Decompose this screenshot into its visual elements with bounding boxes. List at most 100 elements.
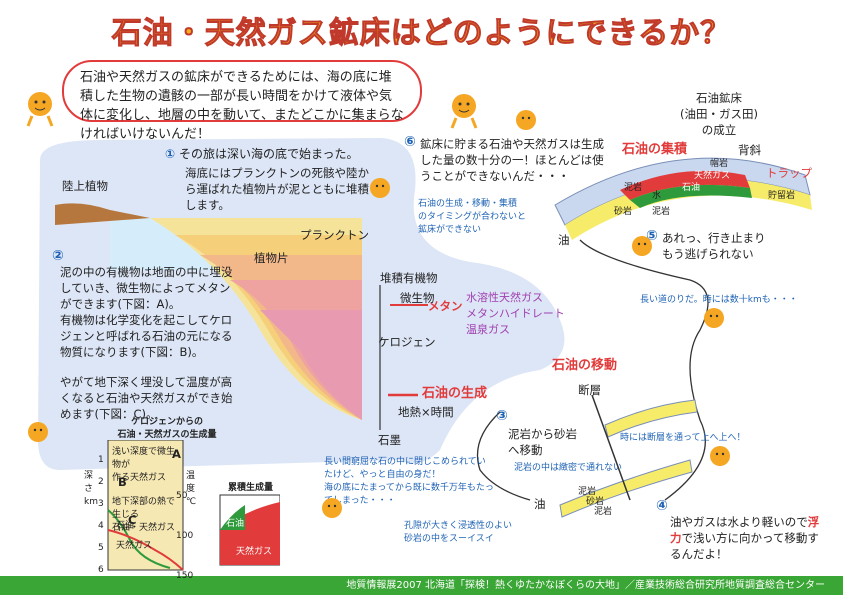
step4-number: ④ [656, 498, 668, 514]
temp-tick-label: 50 [176, 491, 188, 501]
cumulative-oil-area [220, 505, 245, 530]
step4-body: 油やガスは水より軽いので浮力で浅い方に向かって移動するんだよ！ [670, 515, 820, 561]
mascot-character-icon [322, 498, 342, 518]
note-a: 浅い深度で微生物が 作る天然ガス [112, 447, 176, 483]
trap-gas [620, 170, 750, 200]
reservoir-oil-entry-label: 油 [558, 233, 570, 247]
flow-microbe: 微生物 [400, 291, 435, 305]
long-journey-note: 長い道のりだ。時には数十kmも・・・ [640, 295, 798, 305]
step3-body: 泥岩から砂岩 へ移動 [508, 427, 577, 457]
gas-curve [107, 529, 184, 571]
depth-tick-label: 5 [98, 543, 104, 553]
cumulative-title: 累積生成量 [228, 483, 274, 493]
mascot-character-icon [28, 422, 48, 442]
intro-speech-bubble: 石油や天然ガスの鉱床ができるためには、海の底に堆積した生物の遺骸の一部が長い時間… [62, 60, 422, 142]
accumulation-title: 石油の集積 [622, 142, 688, 157]
depth-tick-label: 4 [98, 521, 104, 531]
sand-note: 孔隙が大きく浸透性のよい 砂岩の中をスーイスイ [404, 521, 513, 544]
mascot-character-icon [26, 92, 54, 127]
depth-tick-label: 2 [98, 477, 104, 487]
reservoir-mudstone-label: 泥岩 [624, 183, 643, 193]
step6-body: 鉱床に貯まる石油や天然ガスは生成した量の数十分の一！ほとんどは使うことができない… [420, 137, 604, 183]
anticline-label: 背斜 [738, 143, 761, 157]
plankton-label: プランクトン [300, 228, 369, 242]
mascot-character-icon [704, 308, 724, 328]
background-diagram-svg [38, 138, 812, 518]
flow-gas-types: 水溶性天然ガス メタンハイドレート 温泉ガス [466, 291, 565, 336]
temp-axis-label: 温度 ℃ [186, 471, 197, 507]
reservoir-rock-label: 貯留岩 [768, 191, 796, 201]
mascot-character-icon [370, 178, 390, 198]
mascot-character-icon [450, 94, 478, 129]
fault-layer [604, 399, 698, 438]
chart-oil-label: 石油 [116, 521, 135, 531]
reservoir-gas-label: 天然ガス [694, 171, 731, 181]
kerogen-chart-title: ケロジェンからの 石油・天然ガスの生成量 [117, 417, 217, 440]
step-number: ① [165, 147, 176, 161]
depth-tick-label: 1 [98, 455, 104, 465]
flow-methane: メタン [428, 299, 463, 313]
step2-number: ② [52, 248, 64, 264]
kerogen-chart-svg [107, 440, 280, 571]
step1-body: 海底にはプランクトンの死骸や陸から運ばれた植物片が泥とともに堆積します。 [185, 166, 369, 212]
step6-note: 石油の生成・移動・集積 のタイミングが合わないと 鉱床ができない [418, 199, 527, 235]
step2-body2: やがて地下深く埋没して温度が高くなると石油や天然ガスができ始めます(下図：C)。 [60, 375, 233, 421]
migration-mud-label: 泥岩 [578, 487, 597, 497]
page-title: 石油・天然ガス鉱床はどのようにできるか？ [111, 16, 732, 52]
migration-path [579, 239, 709, 501]
step3-number: ③ [496, 408, 508, 424]
zone-c-label: C [128, 513, 137, 527]
sediment-layer [260, 310, 362, 420]
step5-number: ⑤ [646, 228, 658, 244]
flow-generation: 石油の生成 [422, 386, 488, 401]
fault-note: 時には断層を通って上へ上へ！ [620, 433, 746, 443]
zone-b-label: B [118, 475, 127, 489]
reservoir-sandstone-label: 砂岩 [614, 207, 633, 217]
step1-heading-text: その旅は深い海の底で始まった。 [179, 147, 359, 161]
cumulative-gas-label: 天然ガス [236, 547, 273, 557]
land-area [55, 203, 150, 225]
depth-tick-label: 6 [98, 565, 104, 575]
fault-label: 断層 [578, 383, 601, 397]
migration-mud2-label: 泥岩 [594, 507, 613, 517]
reservoir-title: 石油鉱床 (油田・ガス田) の成立 [680, 91, 758, 137]
migration-title: 石油の移動 [552, 358, 618, 373]
temp-tick-label: 150 [176, 571, 194, 581]
depth-tick-label: 3 [98, 499, 104, 509]
depth-axis-label: 深さ km [84, 471, 98, 507]
step5-body: あれっ、行き止まり もう逃げられない [662, 231, 766, 261]
migration-sand-label: 砂岩 [586, 497, 605, 507]
reservoir-mudstone2-label: 泥岩 [652, 207, 671, 217]
migration-oil-label: 油 [534, 497, 546, 511]
cap-rock-label: 帽岩 [710, 159, 729, 169]
step1-heading: ① その旅は深い海の底で始まった。 [165, 146, 359, 162]
mascot-character-icon [710, 446, 730, 466]
migration-path [476, 411, 531, 501]
reservoir-oil-label: 石油 [682, 183, 701, 193]
trap-label: トラップ [766, 166, 812, 180]
reservoir-water-label: 水 [652, 191, 662, 201]
land-plants-label: 陸上植物 [62, 179, 108, 193]
zone-a-label: A [172, 447, 181, 461]
flow-heat-time: 地熱×時間 [398, 405, 454, 419]
temp-tick-label: 100 [176, 531, 194, 541]
mascot-character-icon [516, 110, 536, 130]
step2-body1: 泥の中の有機物は地面の中に埋没していき、微生物によってメタンができます(下図：A… [60, 265, 233, 359]
mascot-character-icon [632, 236, 652, 256]
flow-graphite: 石墨 [378, 433, 401, 447]
trap-oil [630, 184, 752, 208]
note-c: 地下深部の熱で生じる 石油・天然ガス [112, 497, 176, 533]
footer-bar: 地質情報展2007 北海道「探検！熱くゆたかなぼくらの大地」／産業技術総合研究所… [0, 576, 843, 595]
flow-kerogen: ケロジェン [378, 335, 436, 349]
plant-debris-label: 植物片 [254, 251, 289, 265]
fault-line [591, 394, 631, 501]
cumulative-gas-area [220, 502, 280, 565]
mud-note: 泥岩の中は緻密で通れない [514, 463, 623, 473]
flow-sediment-organic: 堆積有機物 [380, 271, 438, 285]
chart-gas-label: 天然ガス [116, 541, 153, 551]
chart-plot-area [107, 440, 184, 571]
cumulative-oil-label: 石油 [226, 519, 245, 529]
step3-note: 長い間窮屈な石の中に閉じこめられていたけど、やっと自由の身だ！ 海の底にたまって… [324, 457, 494, 506]
step6-number: ⑥ [404, 134, 416, 150]
oil-curve [107, 509, 171, 569]
